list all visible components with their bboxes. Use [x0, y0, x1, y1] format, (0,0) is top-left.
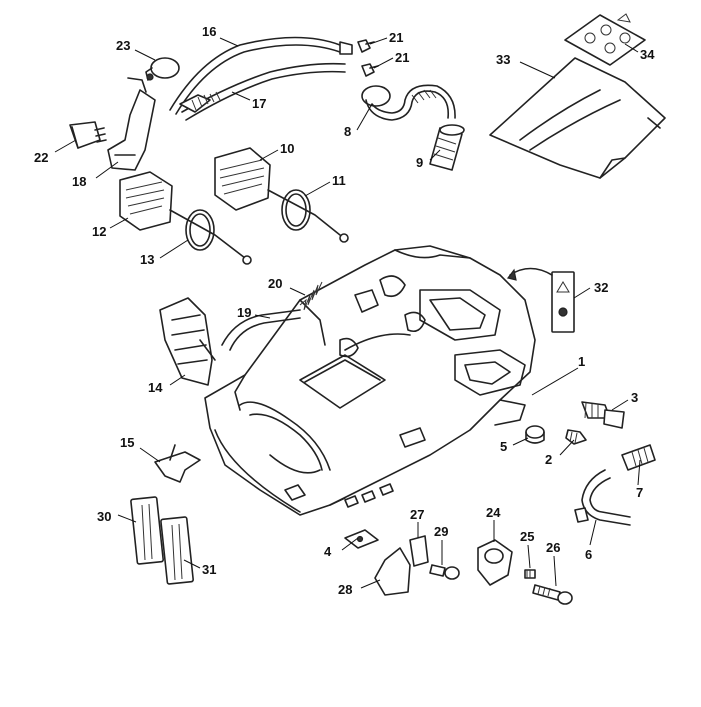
callout-22: 22: [34, 150, 48, 165]
cover-part: [489, 57, 666, 179]
callout-28: 28: [338, 582, 352, 597]
callout-7: 7: [636, 485, 643, 500]
baffle-14: [159, 297, 216, 386]
callout-32: 32: [594, 280, 608, 295]
callout-15: 15: [120, 435, 134, 450]
spring-20: [299, 281, 323, 311]
callout-17: 17: [252, 96, 266, 111]
filter-9: [429, 124, 465, 171]
callout-labels: 1 2 3 4 5 6 7 8 9 10 11 12 13 14 15 16 1…: [34, 24, 655, 597]
callout-19: 19: [237, 305, 251, 320]
screw-2: [565, 429, 587, 445]
callout-3: 3: [631, 390, 638, 405]
callout-18: 18: [72, 174, 86, 189]
clip-15: [154, 444, 201, 483]
hose-16: [169, 36, 353, 115]
pad-4: [344, 529, 379, 549]
cover-24: [477, 539, 513, 586]
bracket-18: [107, 77, 156, 171]
callout-2: 2: [545, 452, 552, 467]
callout-5: 5: [500, 439, 507, 454]
callout-34: 34: [640, 47, 655, 62]
callout-11: 11: [332, 173, 346, 188]
ring-13: [185, 209, 215, 251]
seal-28: [374, 547, 411, 596]
callout-24: 24: [486, 505, 501, 520]
callout-31: 31: [202, 562, 216, 577]
callout-20: 20: [268, 276, 282, 291]
ring-11: [281, 189, 311, 231]
fuel-hose-8: [361, 84, 456, 121]
decal-34: [564, 13, 646, 66]
callout-12: 12: [92, 224, 106, 239]
fuel-line-6: [574, 469, 631, 526]
callout-26: 26: [546, 540, 560, 555]
plate-27: [409, 535, 429, 567]
callout-10: 10: [280, 141, 294, 156]
callout-21a: 21: [389, 30, 403, 45]
callout-29: 29: [434, 524, 448, 539]
screw-26: [532, 584, 573, 605]
hose-17: [179, 62, 346, 121]
fitting-21b: [361, 63, 379, 77]
callout-8: 8: [344, 124, 351, 139]
grommet-23: [145, 57, 180, 81]
pad-31: [160, 516, 194, 585]
callout-25: 25: [520, 529, 534, 544]
fitting-7: [621, 444, 656, 471]
callout-6: 6: [585, 547, 592, 562]
callout-16: 16: [202, 24, 216, 39]
bushing-5: [525, 425, 545, 444]
callout-1: 1: [578, 354, 585, 369]
stud-3: [581, 401, 625, 429]
callout-21b: 21: [395, 50, 409, 65]
hose-19: [221, 309, 301, 351]
pad-30: [130, 496, 164, 565]
callout-9: 9: [416, 155, 423, 170]
spring-12: [119, 171, 252, 265]
callout-13: 13: [140, 252, 154, 267]
callout-27: 27: [410, 507, 424, 522]
callout-30: 30: [97, 509, 111, 524]
callout-4: 4: [324, 544, 332, 559]
screw-25: [524, 569, 536, 579]
fitting-21a: [357, 39, 375, 53]
callout-33: 33: [496, 52, 510, 67]
screw-29: [429, 564, 460, 580]
housing-part: [204, 245, 536, 516]
spring-10: [214, 147, 349, 243]
plug-22: [69, 121, 107, 149]
callout-14: 14: [148, 380, 163, 395]
callout-23: 23: [116, 38, 130, 53]
leader-lines: [54, 37, 641, 589]
decal-32: [506, 267, 575, 333]
